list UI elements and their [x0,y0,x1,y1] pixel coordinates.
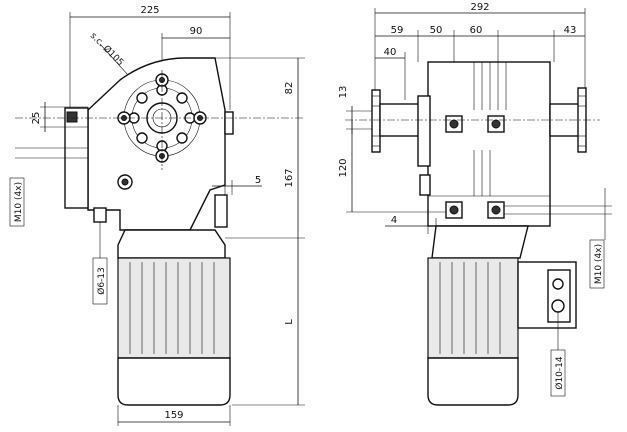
label-bolt-left: M10 (4x) [14,182,24,222]
motor-fins [129,262,215,354]
motor-fan-cover-right [427,357,519,406]
label-4: 4 [391,215,397,226]
terminal-gland-top [552,278,564,290]
motor-fan-cover [117,357,231,406]
motor-body-right [427,257,519,359]
housing-left-lug [419,174,431,196]
label-gland-left: Ø6-13 [96,267,107,295]
label-pitch-circle: s.c. Ø105 [88,30,126,68]
gearbox-housing [427,61,551,227]
gland-callout-box-right [550,349,566,397]
terminal-box-lid [547,269,571,323]
housing-left-face [417,95,431,167]
flange-bolt-top [66,111,78,123]
bolt-callout-box-right [589,239,605,289]
gland-callout-box-left [92,257,108,305]
right-view: 292 59 50 60 43 40 [338,2,612,406]
label-25: 25 [31,112,42,125]
label-L: L [284,319,295,325]
housing-bolts [445,115,505,219]
label-bolt-right: M10 (4x) [594,244,604,284]
label-40: 40 [384,47,397,58]
shaft-stub-right [224,111,234,135]
left-view: 225 90 s.c. Ø105 [9,5,305,426]
label-60: 60 [470,25,483,36]
label-5: 5 [255,175,261,186]
housing-fins [473,62,507,196]
label-159: 159 [164,410,183,421]
label-225: 225 [140,5,159,16]
cable-gland-left [93,207,107,223]
bolt-callout-box-left [9,177,25,227]
label-50: 50 [430,25,443,36]
terminal-gland-bottom [551,299,565,313]
sprocket-left [371,89,381,153]
label-13: 13 [338,86,349,99]
label-59: 59 [391,25,404,36]
drain-plug-center [121,178,129,186]
label-120: 120 [338,158,349,177]
label-gland-right: Ø10-14 [554,356,565,390]
label-43: 43 [564,25,577,36]
label-90: 90 [190,26,203,37]
label-292: 292 [470,2,489,13]
motor-fins-right [439,262,501,354]
label-167: 167 [284,168,295,187]
label-82: 82 [284,82,295,95]
motor-adapter-right [431,225,529,259]
housing-side-boss [214,194,228,228]
motor-adapter [117,229,226,259]
motor-body [117,257,231,359]
